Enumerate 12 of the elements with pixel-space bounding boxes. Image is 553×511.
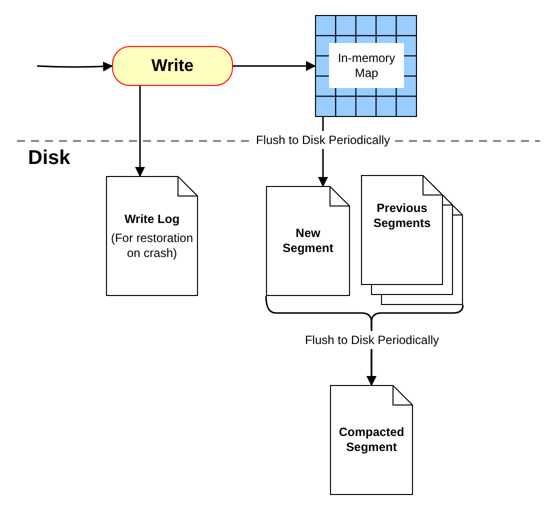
arrow [135, 86, 145, 177]
arrow [233, 61, 316, 71]
node-label: In-memory Map [336, 50, 396, 80]
document-title: New Segment [282, 226, 334, 256]
process-box [112, 46, 233, 86]
document-note: (For restoration on crash) [110, 230, 194, 260]
process-label: Write [151, 55, 194, 78]
document-title: Write Log [124, 212, 180, 226]
arrow [36, 61, 113, 72]
document-title: Compacted Segment [338, 425, 406, 455]
document-title: Previous Segments [372, 201, 432, 231]
zone-label: Disk [28, 146, 70, 171]
